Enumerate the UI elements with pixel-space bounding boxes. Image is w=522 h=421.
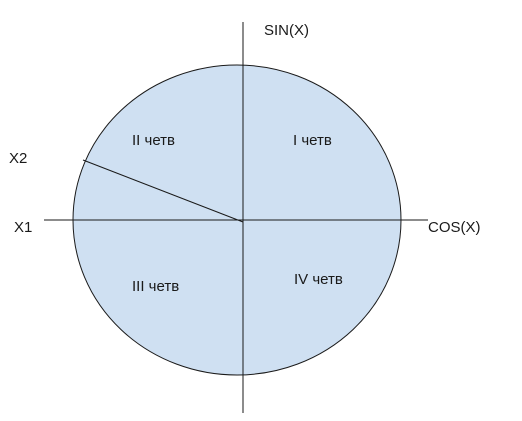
sin-axis-label: SIN(X): [264, 22, 309, 39]
x1-label: X1: [14, 219, 32, 236]
quadrant-1-label: I четв: [293, 132, 332, 149]
angle-ray-x2: [82, 159, 244, 223]
x2-label: X2: [9, 150, 27, 167]
quadrant-3-label: III четв: [132, 278, 179, 295]
cos-axis-label: COS(X): [428, 219, 481, 236]
quadrant-2-label: II четв: [132, 132, 175, 149]
quadrant-4-label: IV четв: [294, 271, 343, 288]
